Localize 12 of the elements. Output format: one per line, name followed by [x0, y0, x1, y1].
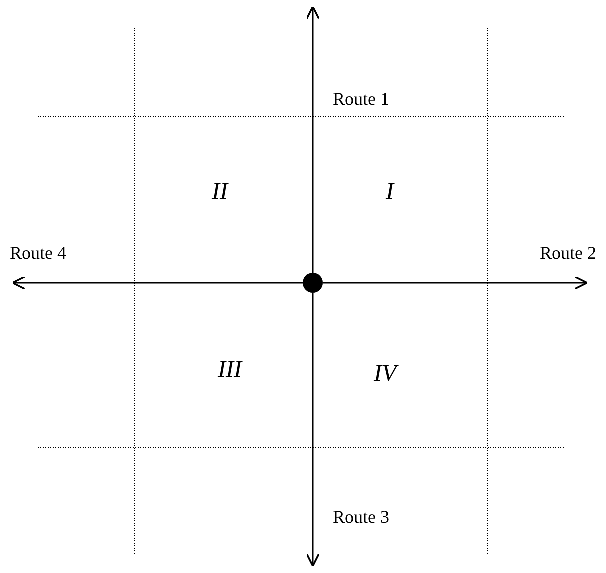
route-label: Route 2 — [540, 244, 596, 262]
route-label: Route 3 — [333, 508, 390, 526]
arrow — [323, 276, 588, 290]
route-label: Route 4 — [10, 244, 66, 262]
route-label: Route 1 — [333, 90, 390, 108]
arrow — [306, 293, 320, 568]
quadrant-numeral: II — [212, 180, 228, 204]
quadrant-numeral: IV — [374, 362, 397, 386]
quadrant-numeral: I — [386, 180, 394, 204]
quadrant-numeral: III — [218, 358, 242, 382]
arrow — [12, 276, 303, 290]
arrow — [306, 6, 320, 273]
